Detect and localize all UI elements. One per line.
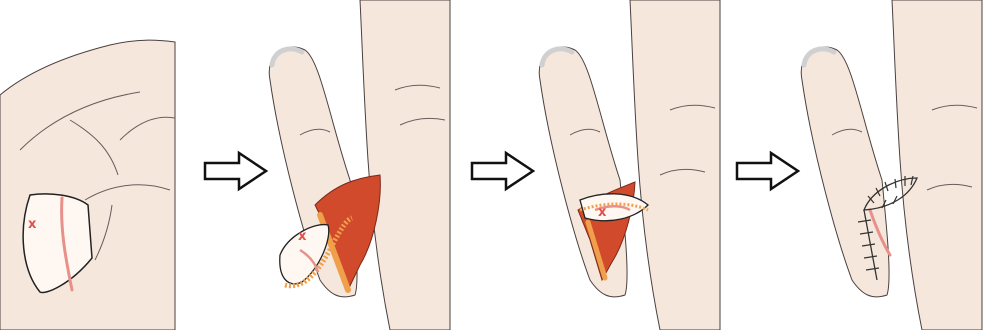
index-finger — [801, 47, 889, 297]
panel-1-planned-flap: x — [0, 0, 180, 330]
middle-finger — [892, 0, 982, 330]
panel-3-flap-transposed: x — [530, 0, 725, 330]
pivot-x-mark: x — [28, 217, 37, 232]
middle-finger — [360, 0, 450, 330]
panel-2-flap-raised: x — [260, 0, 460, 330]
middle-finger — [630, 0, 720, 330]
pivot-x-mark: x — [298, 229, 307, 244]
pivot-x-mark: x — [598, 205, 607, 220]
panel-4-sutured — [792, 0, 984, 330]
arrow-icon — [470, 150, 536, 192]
